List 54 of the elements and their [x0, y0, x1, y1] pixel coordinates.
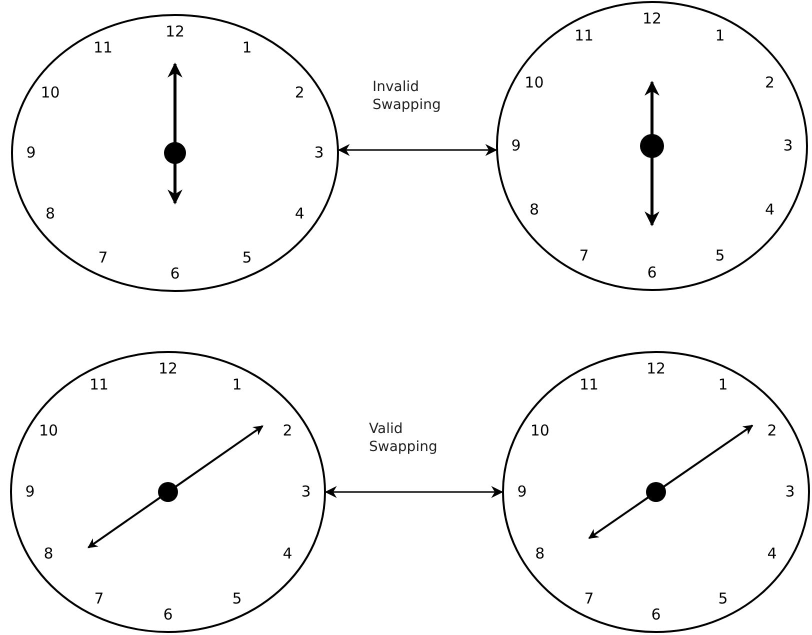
clock-numeral: 5	[718, 591, 728, 606]
double-arrow	[338, 144, 498, 156]
clock-face	[501, 350, 811, 634]
clock-numeral: 4	[765, 202, 775, 217]
clock-numeral: 7	[579, 248, 589, 264]
clock-numeral: 10	[40, 85, 60, 100]
clock-numeral: 12	[165, 24, 185, 40]
clock-numeral: 1	[718, 378, 728, 393]
clock-numeral: 6	[163, 608, 173, 622]
clock-numeral: 2	[282, 423, 292, 438]
clock-numeral: 5	[242, 250, 252, 266]
clock-numeral: 1	[715, 28, 725, 44]
clock-numeral: 10	[530, 423, 550, 438]
clock-numeral: 3	[314, 146, 324, 160]
clock-numeral: 9	[511, 138, 521, 154]
clock-numeral: 7	[584, 591, 594, 606]
clock-numeral: 9	[26, 146, 36, 160]
clock-numeral: 3	[783, 138, 793, 154]
clock-numeral: 11	[579, 378, 599, 393]
double-arrow	[324, 486, 504, 498]
clock-numeral: 5	[232, 591, 242, 606]
clock-numeral: 8	[535, 546, 545, 561]
clock-numeral: 6	[651, 608, 661, 622]
clock-numeral: 11	[574, 28, 594, 44]
clock-numeral: 6	[647, 266, 657, 280]
clock-numeral: 12	[158, 362, 178, 376]
clock-face	[9, 350, 327, 634]
clock-numeral: 10	[524, 75, 544, 90]
clock-numeral: 7	[98, 250, 108, 266]
clock-numeral: 7	[94, 591, 104, 606]
clock-face	[10, 13, 340, 293]
clock-numeral: 5	[715, 248, 725, 264]
clock-numeral: 11	[89, 378, 109, 393]
clock-numeral: 8	[44, 546, 54, 561]
clock-numeral: 3	[785, 484, 795, 500]
clock-numeral: 2	[294, 85, 304, 100]
clock-numeral: 4	[294, 206, 304, 221]
clock-numeral: 9	[25, 484, 35, 500]
clock-numeral: 1	[232, 378, 242, 393]
clock-numeral: 1	[242, 40, 252, 56]
clock-numeral: 8	[46, 206, 56, 221]
clock-numeral: 9	[517, 484, 527, 500]
clock-numeral: 11	[93, 40, 113, 56]
clock-numeral: 12	[642, 12, 662, 26]
clock-numeral: 4	[767, 546, 777, 561]
clock-numeral: 3	[301, 484, 311, 500]
clock-numeral: 6	[170, 266, 180, 282]
clock-numeral: 12	[646, 362, 666, 376]
clock-numeral: 10	[38, 423, 58, 438]
clock-numeral: 2	[767, 423, 777, 438]
clock-numeral: 4	[282, 546, 292, 561]
clock-numeral: 2	[765, 75, 775, 90]
clock-numeral: 8	[529, 202, 539, 217]
clock-face	[495, 0, 809, 292]
